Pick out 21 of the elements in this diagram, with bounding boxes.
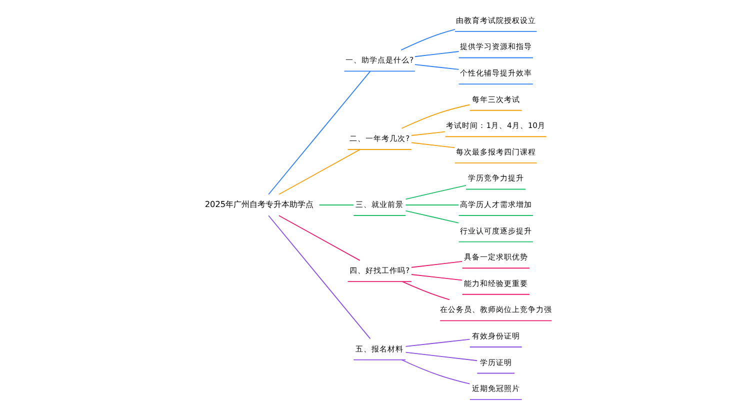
connector	[410, 260, 462, 268]
connector	[278, 149, 360, 195]
connector	[414, 51, 459, 58]
connector	[404, 338, 470, 347]
connector	[400, 28, 455, 51]
connector	[410, 142, 455, 148]
connector	[410, 274, 462, 281]
connector	[404, 204, 459, 206]
connector	[401, 281, 450, 300]
connector	[268, 70, 370, 195]
connector	[414, 64, 459, 70]
connector	[400, 359, 470, 384]
connector	[404, 210, 459, 224]
connector	[404, 184, 466, 200]
connector	[268, 215, 370, 340]
connector	[400, 104, 470, 129]
node-text: 2025年广州自考专升本助学点	[204, 199, 314, 210]
connector	[410, 131, 446, 136]
connector	[318, 204, 354, 206]
connector	[404, 352, 478, 362]
connector	[278, 215, 360, 261]
